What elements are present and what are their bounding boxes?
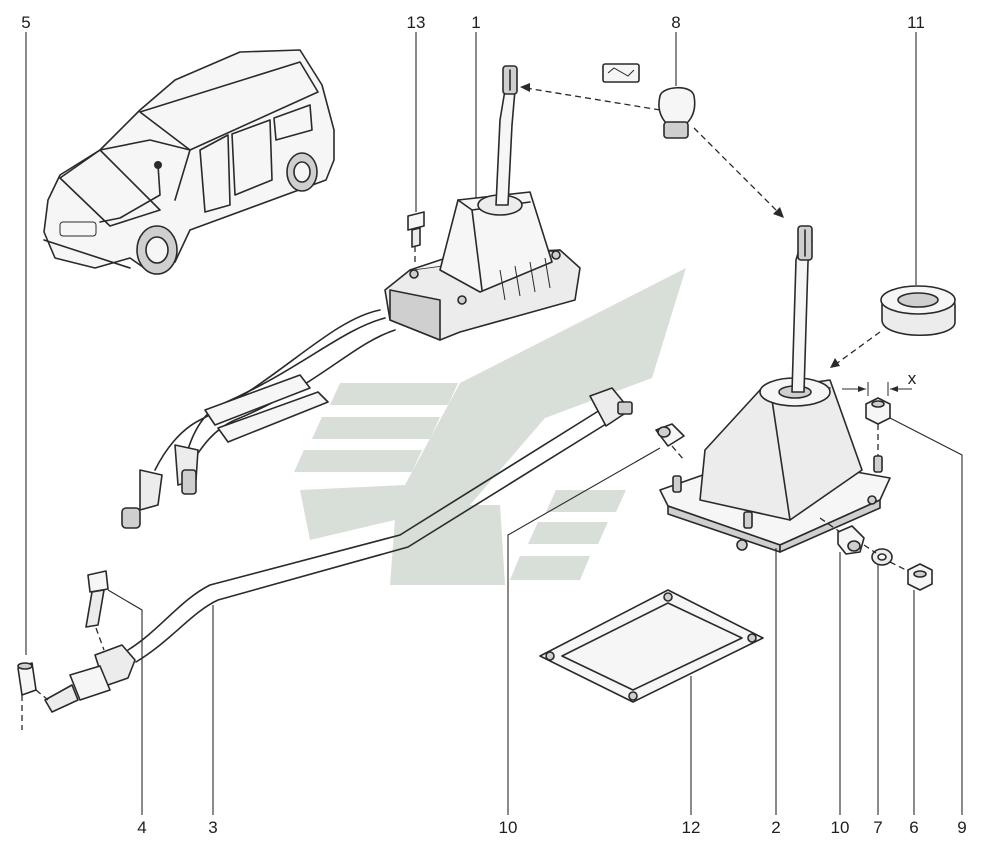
shift-cable-3 [44, 387, 633, 713]
callout-labels: 5 13 1 8 11 4 3 10 12 2 10 7 6 9 [21, 13, 966, 837]
car-location-illustration [43, 49, 335, 275]
callout-6: 6 [909, 818, 918, 837]
watermark-logo [294, 268, 686, 585]
assembly-guide-lines [21, 83, 907, 730]
callout-5: 5 [21, 13, 30, 32]
bolt-13 [407, 211, 425, 248]
callout-11: 11 [907, 13, 925, 32]
callout-3: 3 [208, 818, 217, 837]
bushing-10-upper [655, 423, 685, 447]
gear-shift-mechanism-assembly [121, 65, 581, 529]
callout-2: 2 [771, 818, 780, 837]
callout-9: 9 [957, 818, 966, 837]
dimension-x-label: x [908, 369, 917, 388]
callout-12: 12 [682, 818, 701, 837]
bolt-4 [85, 570, 109, 628]
callout-13: 13 [407, 13, 426, 32]
dimension-x: x [842, 369, 917, 396]
gasket-12 [539, 589, 764, 703]
leader-lines [25, 32, 963, 815]
callout-1: 1 [471, 13, 480, 32]
gear-lever-housing-2 [659, 225, 891, 553]
nut-6 [907, 563, 933, 591]
boot-ring-11 [880, 285, 956, 337]
bushing-10-lower [837, 525, 865, 555]
callout-7: 7 [873, 818, 882, 837]
callout-8: 8 [671, 13, 680, 32]
gear-knob-8 [602, 63, 696, 139]
nut-9 [865, 397, 891, 425]
washer-7 [871, 548, 893, 566]
callout-10-left: 10 [499, 818, 518, 837]
callout-10-right: 10 [831, 818, 850, 837]
callout-4: 4 [137, 818, 146, 837]
sleeve-5 [17, 662, 37, 696]
